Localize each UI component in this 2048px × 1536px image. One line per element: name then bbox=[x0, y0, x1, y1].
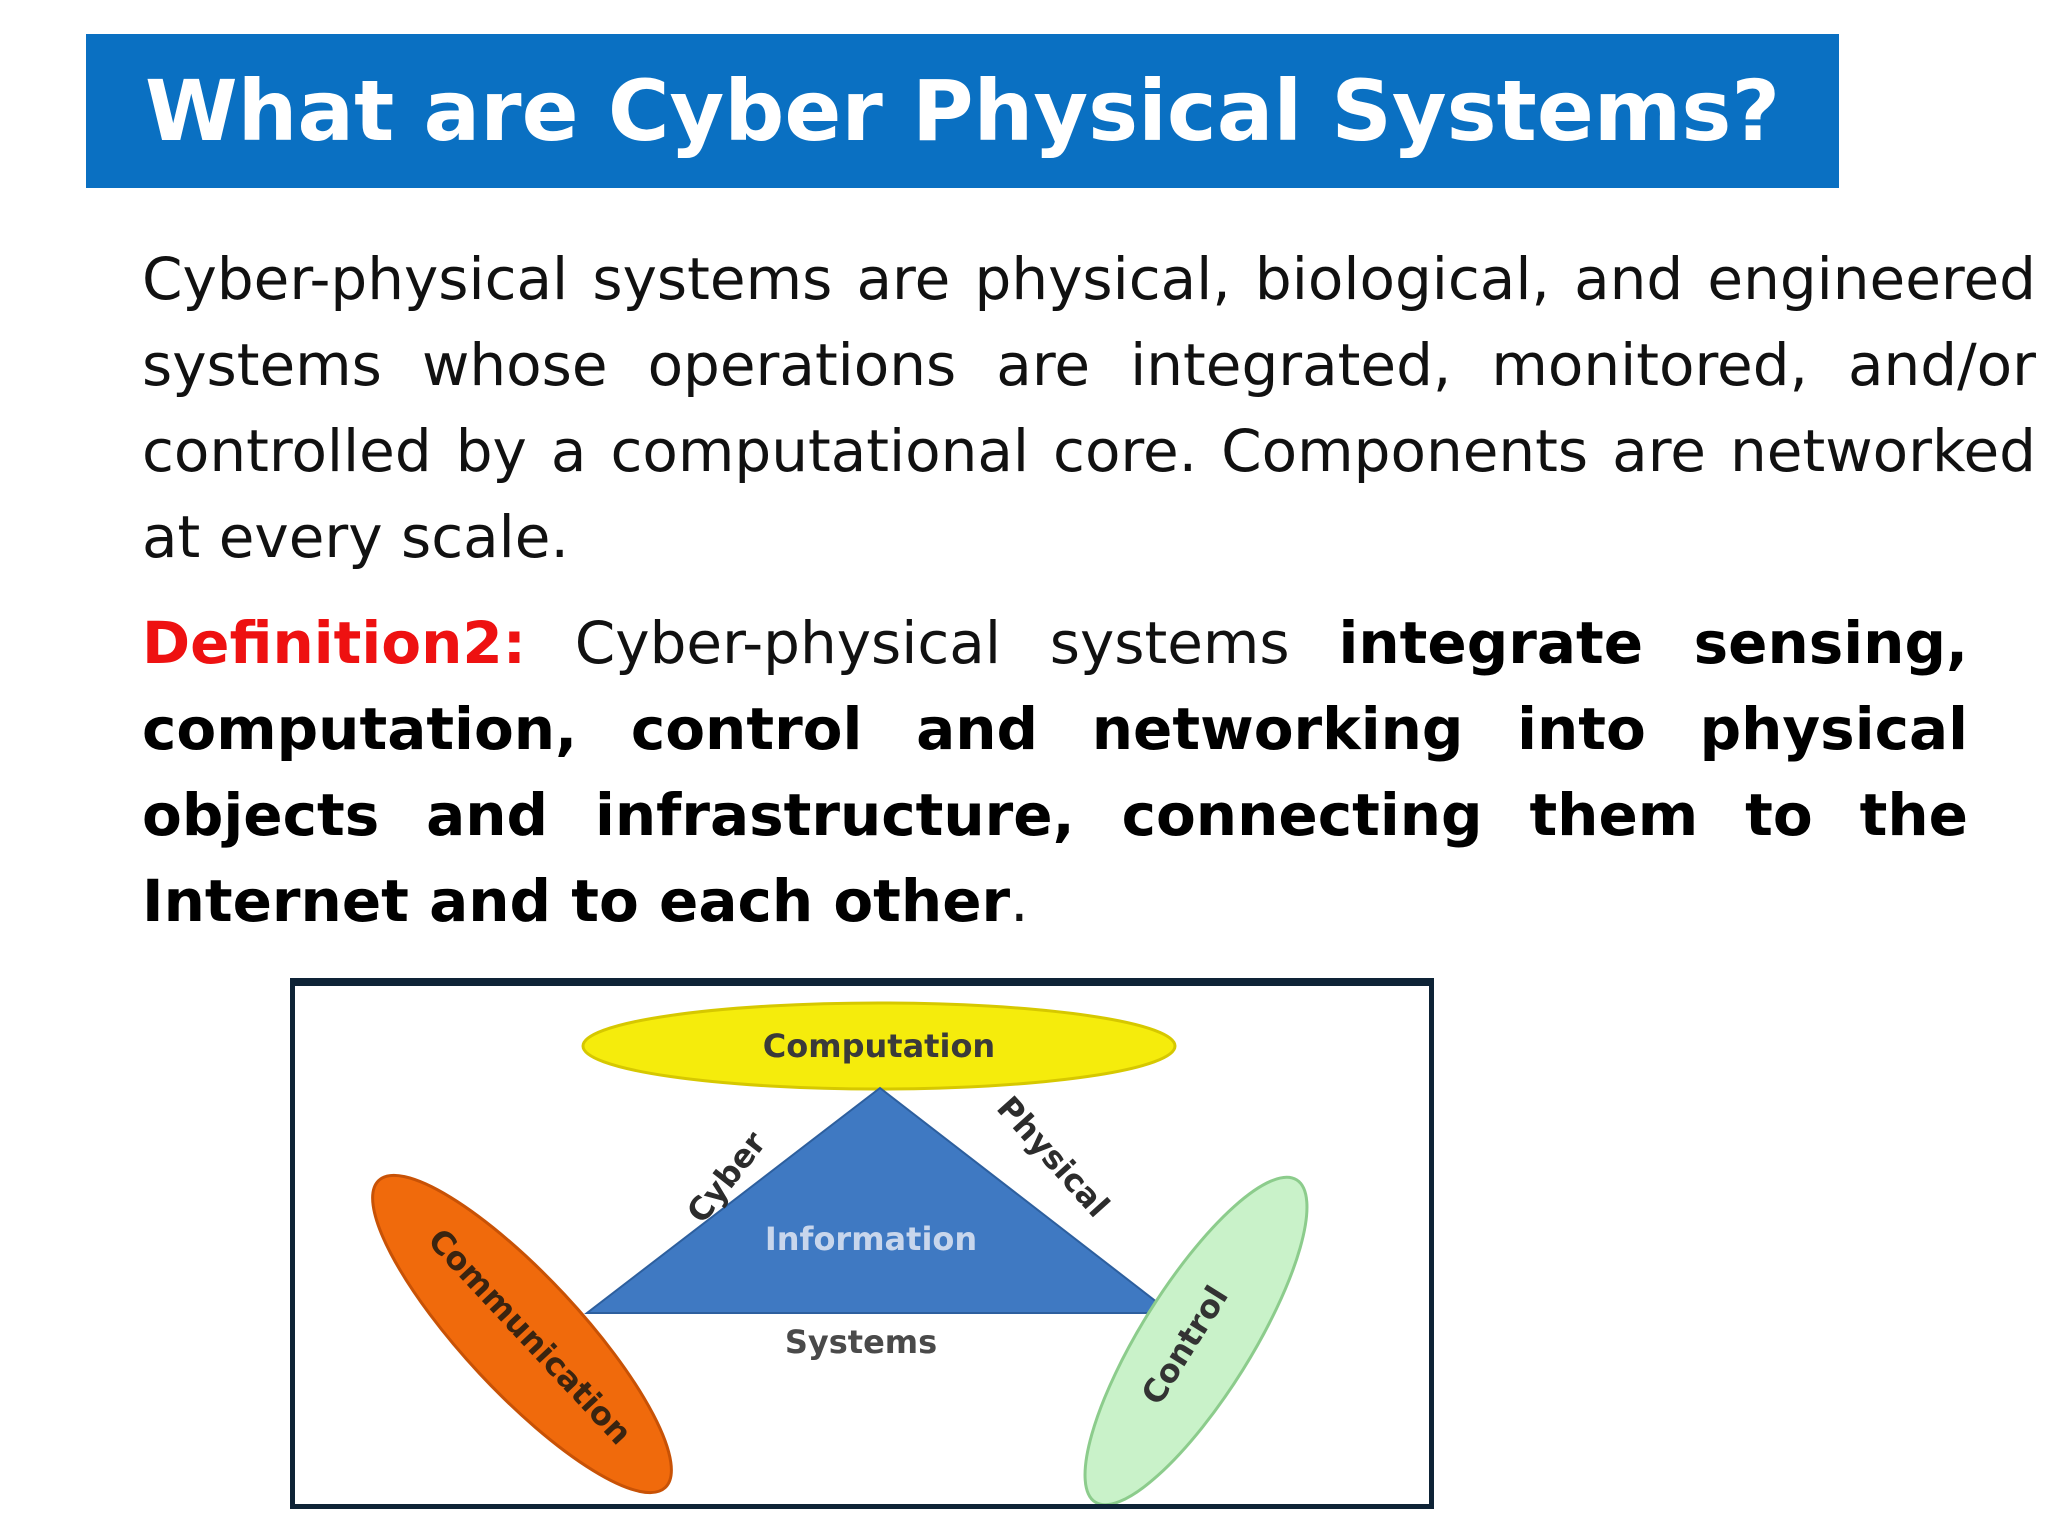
definition-paragraph-2: Definition2: Cyber-physical systems inte… bbox=[142, 600, 1968, 944]
cps-diagram: Computation Information Cyber Physical S… bbox=[290, 978, 1434, 1509]
slide-title: What are Cyber Physical Systems? bbox=[144, 62, 1781, 160]
definition2-label: Definition2: bbox=[142, 609, 526, 677]
cps-diagram-svg: Computation Information Cyber Physical S… bbox=[371, 1001, 1309, 1504]
information-triangle bbox=[584, 1086, 1174, 1314]
communication-ellipse bbox=[371, 1173, 673, 1495]
definition2-end: . bbox=[1010, 867, 1029, 935]
definition-paragraph-1: Cyber-physical systems are physical, bio… bbox=[142, 245, 2036, 571]
control-ellipse bbox=[1083, 1175, 1309, 1504]
information-label: Information bbox=[765, 1220, 977, 1258]
definition2-bold-text: integrate sensing, computation, control … bbox=[142, 609, 1968, 935]
cps-diagram-canvas: Computation Information Cyber Physical S… bbox=[295, 986, 1429, 1504]
computation-label: Computation bbox=[763, 1027, 995, 1065]
title-bar: What are Cyber Physical Systems? bbox=[86, 34, 1839, 188]
systems-label: Systems bbox=[785, 1323, 937, 1361]
definition2-lead: Cyber-physical systems bbox=[574, 609, 1290, 677]
